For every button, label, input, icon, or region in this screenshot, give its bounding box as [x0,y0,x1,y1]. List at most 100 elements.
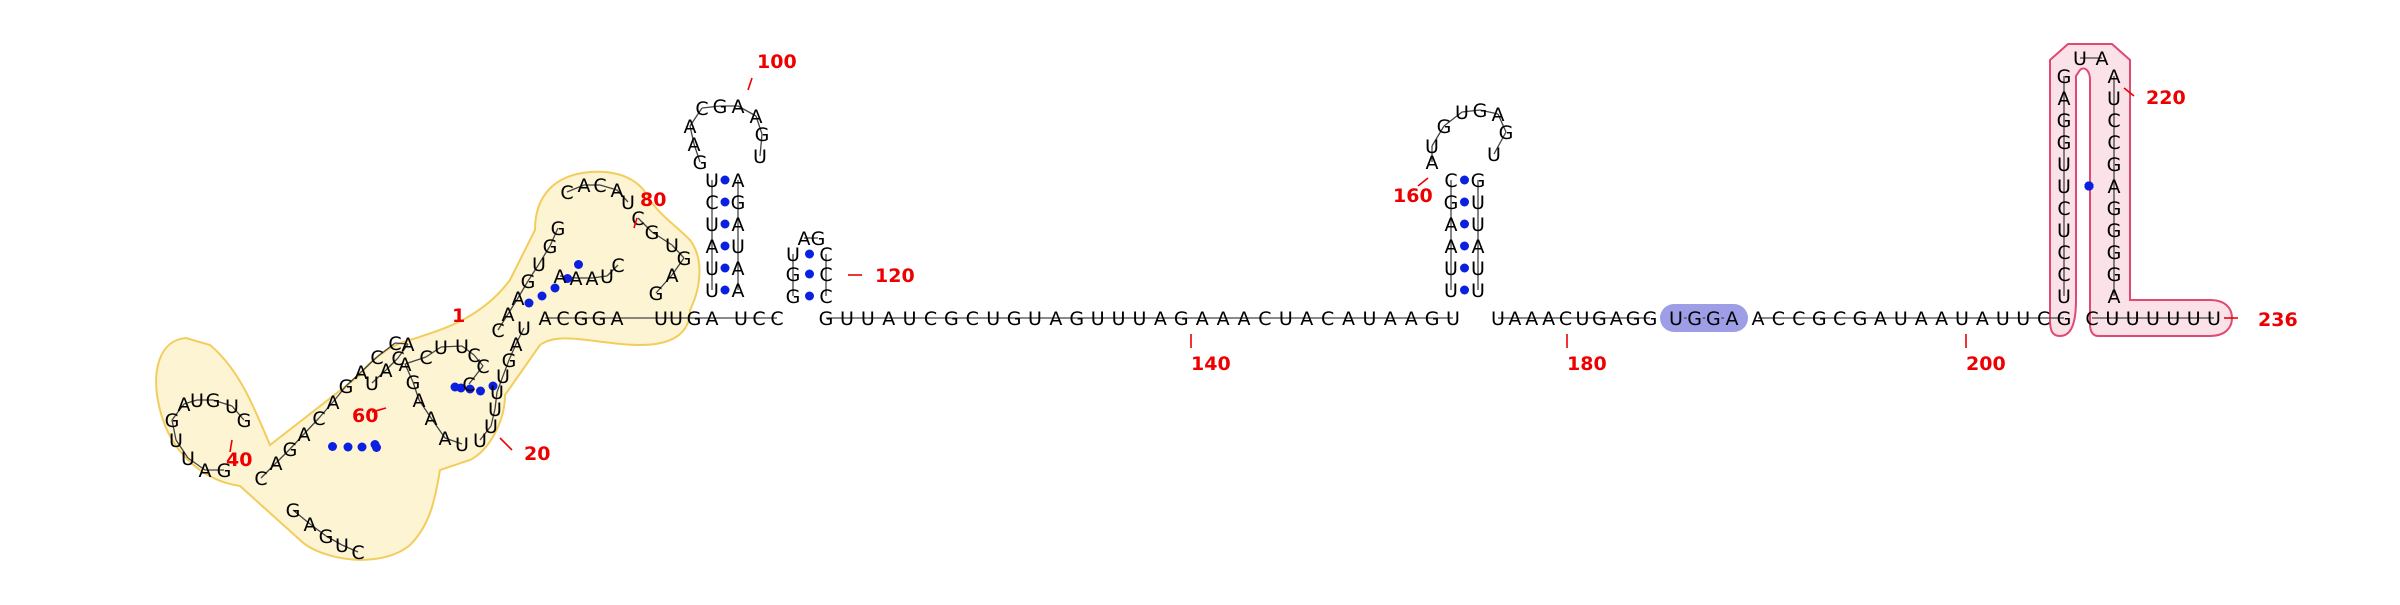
nucleotide: C [752,308,765,330]
nucleotide: A [439,428,452,450]
nucleotide: A [611,308,624,330]
nucleotide: A [732,214,745,236]
nucleotide: U [1491,308,1505,330]
backbone-segment [341,544,359,553]
nucleotide: G [2057,66,2072,88]
base-pair-dot [720,175,730,185]
nucleotide: U [2105,308,2119,330]
nucleotide: G [521,271,536,293]
nucleotide: G [786,286,801,308]
nucleotide: G [1643,308,1658,330]
backbone-segment [412,381,420,401]
nucleotide: A [413,390,426,412]
base-pair-dot [563,274,572,283]
nucleotide: U [1471,258,1485,280]
nucleotide: C [312,408,325,430]
nucleotide: A [1525,308,1538,330]
nucleotide: A [578,175,591,197]
nucleotide: C [2057,242,2070,264]
nucleotide: C [1792,308,1805,330]
backbone-segment [468,365,484,385]
backbone-segment [651,231,673,246]
nucleotide: U [2146,308,2160,330]
position-label: 20 [524,443,550,465]
nucleotide: C [2107,110,2120,132]
nucleotide: U [665,235,679,257]
nucleotide: A [502,304,515,326]
nucleotide: U [455,434,469,456]
nucleotide: U [1487,144,1501,166]
nucleotide: U [1471,192,1485,214]
nucleotide: A [304,514,317,536]
nucleotide: U [225,396,239,418]
nucleotide: A [2108,286,2121,308]
nucleotide: C [2107,132,2120,154]
position-label: 1 [452,305,465,327]
nucleotide: A [512,288,525,310]
nucleotide: A [1492,104,1505,126]
base-pair-dot [1460,263,1469,273]
nucleotide: U [705,170,719,192]
position-label: 140 [1191,353,1231,375]
nucleotide: G [2107,242,2122,264]
nucleotide-backdrop [1724,307,1740,327]
nucleotide: U [705,258,719,280]
backbone-segment [693,143,701,163]
position-tick [1417,177,1429,187]
backbone-segment [345,371,362,387]
nucleotide: C [2057,198,2070,220]
backbone-segment [303,417,320,435]
nucleotide: U [1425,136,1439,158]
nucleotide: U [731,236,745,258]
nucleotide: C [476,356,489,378]
backbone-segment [655,274,673,294]
nucleotide: G [543,236,558,258]
nucleotide: A [882,308,895,330]
nucleotide: U [861,308,875,330]
backbone-segment [497,313,509,331]
nucleotide: G [1473,100,1488,122]
backbone-segment [1493,131,1507,155]
nucleotide: A [178,394,191,416]
nucleotide: C [370,347,383,369]
backbone-segment [175,439,189,459]
nucleotide: U [434,337,448,359]
nucleotide: U [705,280,719,302]
position-label: 220 [2146,87,2186,109]
nucleotide: A [1384,308,1397,330]
nucleotide: U [1894,308,1908,330]
backbone-segment [517,280,529,299]
nucleotide: A [732,170,745,192]
nucleotide: A [684,116,697,138]
nucleotide: U [903,308,917,330]
nucleotide: U [496,366,510,388]
base-pair-dot [720,285,730,295]
nucleotide: A [355,362,368,384]
nucleotide: A [1238,308,1251,330]
nucleotide: U [1955,308,1969,330]
nucleotide: A [1874,308,1887,330]
base-pair-dot [343,442,353,452]
nucleotide: A [1405,308,1418,330]
nucleotide: G [1812,308,1827,330]
nucleotide: U [1112,308,1126,330]
nucleotide: C [391,348,404,370]
nucleotide: C [2085,308,2098,330]
base-pair-dot [805,291,814,301]
nucleotide: U [600,266,614,288]
nucleotide: U [986,308,1000,330]
nucleotide: U [532,254,546,276]
backbone-segment [260,462,277,479]
nucleotide: G [551,218,566,240]
backbone-segment [371,369,387,384]
nucleotide-backdrop [1668,307,1684,327]
nucleotide: A [732,96,745,118]
backbone-segment [1461,109,1481,113]
backbone-segment [473,354,484,367]
nucleotide: G [406,372,421,394]
backbone-segment [1431,125,1445,147]
backbone-segment [183,399,198,405]
nucleotide: U [181,448,195,470]
